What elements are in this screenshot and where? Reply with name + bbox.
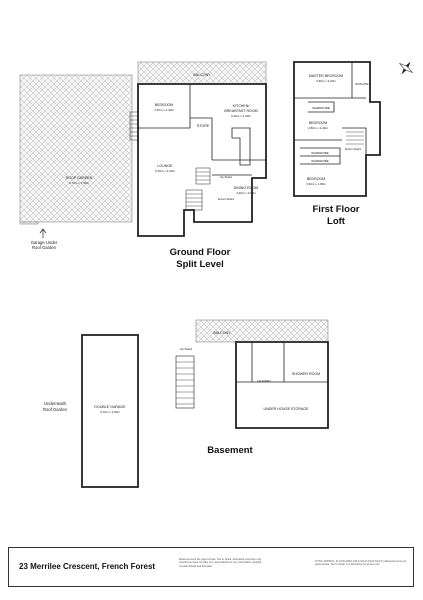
roof-garden-label: ROOF GARDEN (66, 176, 93, 180)
ground-floor-walls (137, 83, 267, 237)
laundry-label: LAUNDRY (257, 379, 271, 383)
storage-label: UNDER HOUSE STORAGE (263, 407, 309, 411)
bedroom-walls (138, 84, 191, 129)
ground-down-stairs-label: Down Stairs (218, 197, 235, 201)
basement-stairs (175, 355, 195, 409)
basement-plan: BALCONY Up Stairs LAUNDRY SHOWER ROOM UN… (175, 319, 329, 456)
footer-box: 23 Merrilee Crescent, French Forest Meas… (8, 547, 414, 587)
disclaimer-left: Measurements are approximate. Not to Sca… (179, 558, 263, 568)
basement-up-stairs-label: Up Stairs (180, 347, 193, 351)
stair-wall (342, 127, 367, 155)
garage-label-line2: Roof Garden (43, 407, 68, 412)
garage-arrow-icon (39, 228, 47, 238)
dining-label: DINING ROOM (234, 186, 259, 190)
ensuite-label: ENSUITE (355, 82, 368, 86)
ground-up-stairs-label: Up Stairs (220, 175, 233, 179)
garage-plan: DOUBLE GARAGE 9.70m x 3.50m Underneath R… (43, 334, 139, 488)
store-walls (190, 117, 213, 160)
roof-garden-edge (19, 221, 39, 225)
garage-note-line2: Roof Garden (32, 245, 57, 250)
wardrobe-a (308, 101, 335, 113)
dining-size: 4.30m x 3.60m (236, 191, 256, 195)
garage-label-line1: Underneath (44, 401, 67, 406)
kitchen-size: 5.30m x 4.40m (231, 114, 251, 118)
bedroom2-label: BEDROOM (309, 121, 328, 125)
garage-note-line1: Garage Under (31, 240, 58, 245)
balcony-ground-label: BALCONY (193, 73, 211, 77)
garage-name: DOUBLE GARAGE (94, 405, 126, 409)
lounge-size: 6.30m x 4.20m (155, 169, 175, 173)
master-size: 3.90m x 3.30m (316, 79, 336, 83)
ground-down-stairs (185, 189, 203, 211)
ground-floor-title: Ground Floor (170, 247, 231, 258)
roof-garden-area (19, 74, 133, 223)
breakfast-label: BREAKFAST ROOM (224, 109, 257, 113)
ground-side-stairs (129, 111, 139, 141)
bedroom-label: BEDROOM (155, 103, 174, 107)
bedroom2-size: 2.80m x 2.40m (308, 126, 328, 130)
balcony-basement-label: BALCONY (213, 331, 231, 335)
garage-walls (81, 334, 139, 488)
floor-plan-drawing: BALCONY BEDROOM 3.30m x 2.40m KITCHEN/ B… (19, 61, 413, 488)
store-label: STORE (197, 124, 210, 128)
bedroom3-label: BEDROOM (307, 177, 326, 181)
first-floor-subtitle: Loft (327, 216, 346, 227)
first-down-stairs-label: Down Stairs (345, 147, 362, 151)
wardrobe-b-label: WARDROBE (311, 151, 329, 155)
ground-floor-plan: BALCONY BEDROOM 3.30m x 2.40m KITCHEN/ B… (19, 61, 267, 270)
wardrobe-c-label: WARDROBE (311, 159, 329, 163)
first-floor-title: First Floor (313, 204, 360, 215)
shower-label: SHOWER ROOM (292, 372, 320, 376)
first-floor-plan: MASTER BEDROOM 3.90m x 3.30m ENSUITE WAR… (293, 61, 381, 227)
kitchen-label: KITCHEN/ (233, 104, 250, 108)
garage-size: 9.70m x 3.50m (100, 410, 120, 414)
compass-icon (399, 61, 413, 75)
kitchen-counter (231, 127, 251, 166)
master-label: MASTER BEDROOM (309, 74, 344, 78)
bedroom3-size: 3.90m x 1.80m (306, 182, 326, 186)
basement-walls (235, 341, 329, 429)
roof-garden-size: 9.70m x 7.50m (69, 181, 89, 185)
lounge-label: LOUNGE (157, 164, 173, 168)
property-address: 23 Merrilee Crescent, French Forest (19, 562, 156, 571)
floor-area-disclaimer: TOTAL APPROX. FLOOR AREA 196.9 SQ.M (212… (315, 560, 407, 567)
first-floor-stairs (346, 131, 364, 145)
first-floor-walls (293, 61, 381, 197)
basement-title: Basement (207, 445, 253, 456)
wardrobe-a-label: WARDROBE (312, 106, 330, 110)
ground-up-stairs (195, 167, 211, 185)
bedroom-size: 3.30m x 2.40m (154, 108, 174, 112)
ground-floor-subtitle: Split Level (176, 259, 224, 270)
